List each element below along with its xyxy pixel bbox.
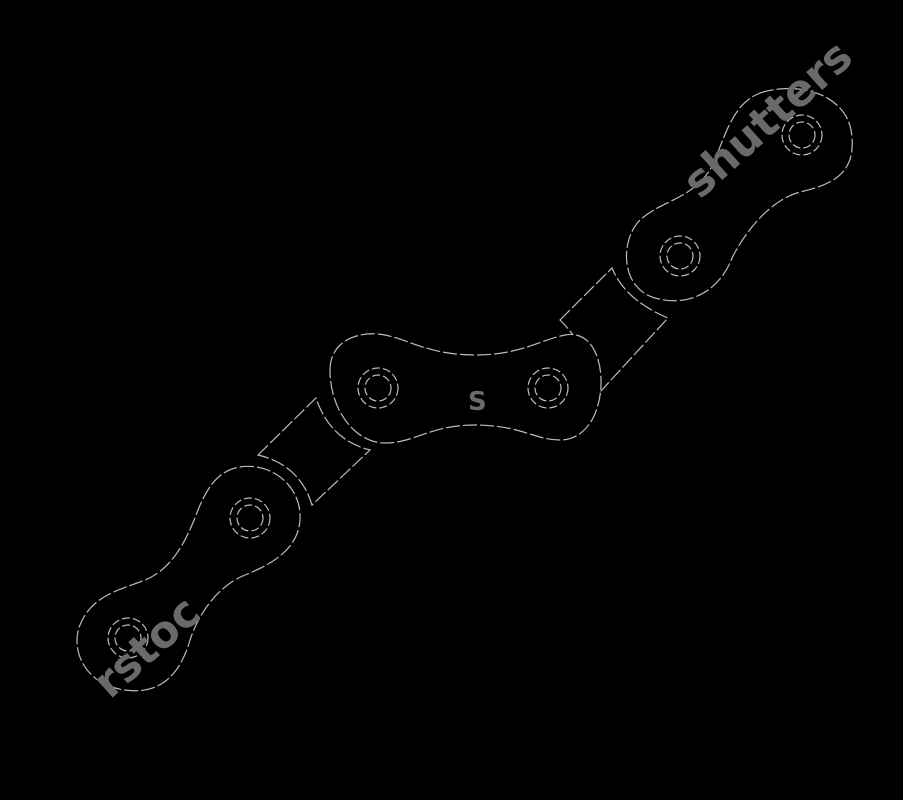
plate-bottom-left (76, 465, 301, 692)
plate-top-right (625, 87, 853, 302)
plate-center (329, 333, 602, 444)
connector-lower (256, 396, 372, 507)
rivet-icons (107, 114, 823, 659)
watermark-logo-icon: S (468, 387, 487, 417)
